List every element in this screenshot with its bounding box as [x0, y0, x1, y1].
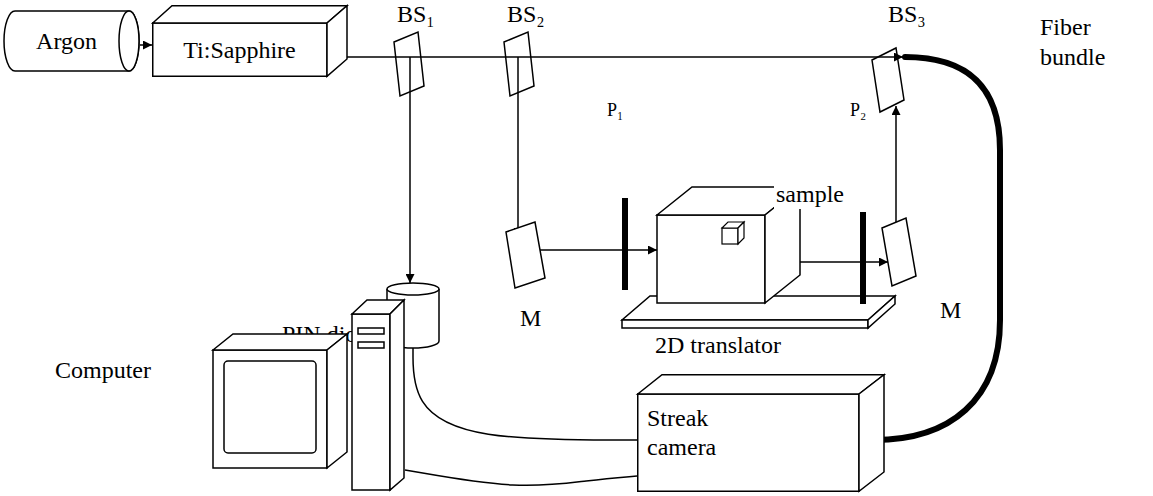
- polarizer: [860, 212, 866, 304]
- laser-name: Argon: [17, 10, 116, 72]
- polarizer: [622, 198, 628, 290]
- box-top: [638, 375, 884, 394]
- probe-beam: [530, 249, 657, 251]
- beamsplitter-label: BS₁: [397, 0, 435, 29]
- sample-cube-side: [738, 222, 744, 244]
- box-front: [153, 23, 327, 76]
- box-top: [153, 6, 347, 23]
- cylinder-body: [4, 11, 139, 71]
- sample-label: sample: [774, 180, 846, 209]
- computer-icon-outline: [212, 298, 405, 492]
- camera-box: Streak camera: [637, 374, 884, 492]
- translator-side: [868, 296, 895, 328]
- fiber-label: Fiber bundle: [1040, 12, 1140, 72]
- cylinder-face: [119, 11, 139, 71]
- computer-icon: Computer: [212, 298, 405, 492]
- mirror: [506, 222, 545, 288]
- laser-beam: [347, 56, 903, 58]
- camera-name: Streak camera: [647, 404, 737, 462]
- beamsplitter-label: BS₃: [888, 0, 926, 29]
- polarizer-label: P₁: [607, 100, 623, 122]
- translator-edge: [622, 320, 868, 328]
- mirror-label: M: [520, 304, 541, 333]
- mirror-label: M: [940, 296, 961, 325]
- stage-label: 2D translator: [655, 331, 781, 360]
- probe-beam: [517, 57, 519, 237]
- polarizer-label: P₂: [850, 100, 866, 122]
- beam-arrow: [140, 44, 152, 46]
- beam-splitter: [872, 48, 904, 112]
- tower-side: [390, 300, 404, 490]
- box-side: [859, 375, 884, 492]
- sample-chamber-front: [657, 215, 765, 303]
- box-front: [638, 394, 859, 491]
- monitor-screen: [224, 361, 316, 453]
- tower-front: [352, 314, 390, 490]
- box-side: [327, 6, 347, 77]
- laser-name: Ti:Sapphire: [152, 23, 327, 77]
- data-cable: [405, 470, 637, 485]
- transmitted-beam: [800, 261, 888, 263]
- signal-cable: [413, 348, 637, 440]
- sample-cube: [722, 228, 738, 244]
- monitor-top: [213, 334, 347, 350]
- laser-cylinder: Argon: [3, 10, 140, 72]
- drive-slot: [358, 342, 384, 348]
- beam-splitter: [504, 32, 534, 96]
- computer-name: Computer: [55, 356, 205, 385]
- monitor-side: [327, 334, 347, 468]
- beamsplitter-label: BS₂: [507, 0, 545, 29]
- monitor-front: [213, 350, 327, 468]
- fiber-bundle: [874, 57, 1000, 440]
- camera-box-outline: [637, 374, 884, 492]
- mirror: [882, 218, 916, 286]
- cylinder-face: [387, 283, 439, 295]
- laser-box: Ti:Sapphire: [152, 5, 347, 77]
- beam-splitter: [394, 32, 424, 96]
- drive-slot: [358, 328, 384, 334]
